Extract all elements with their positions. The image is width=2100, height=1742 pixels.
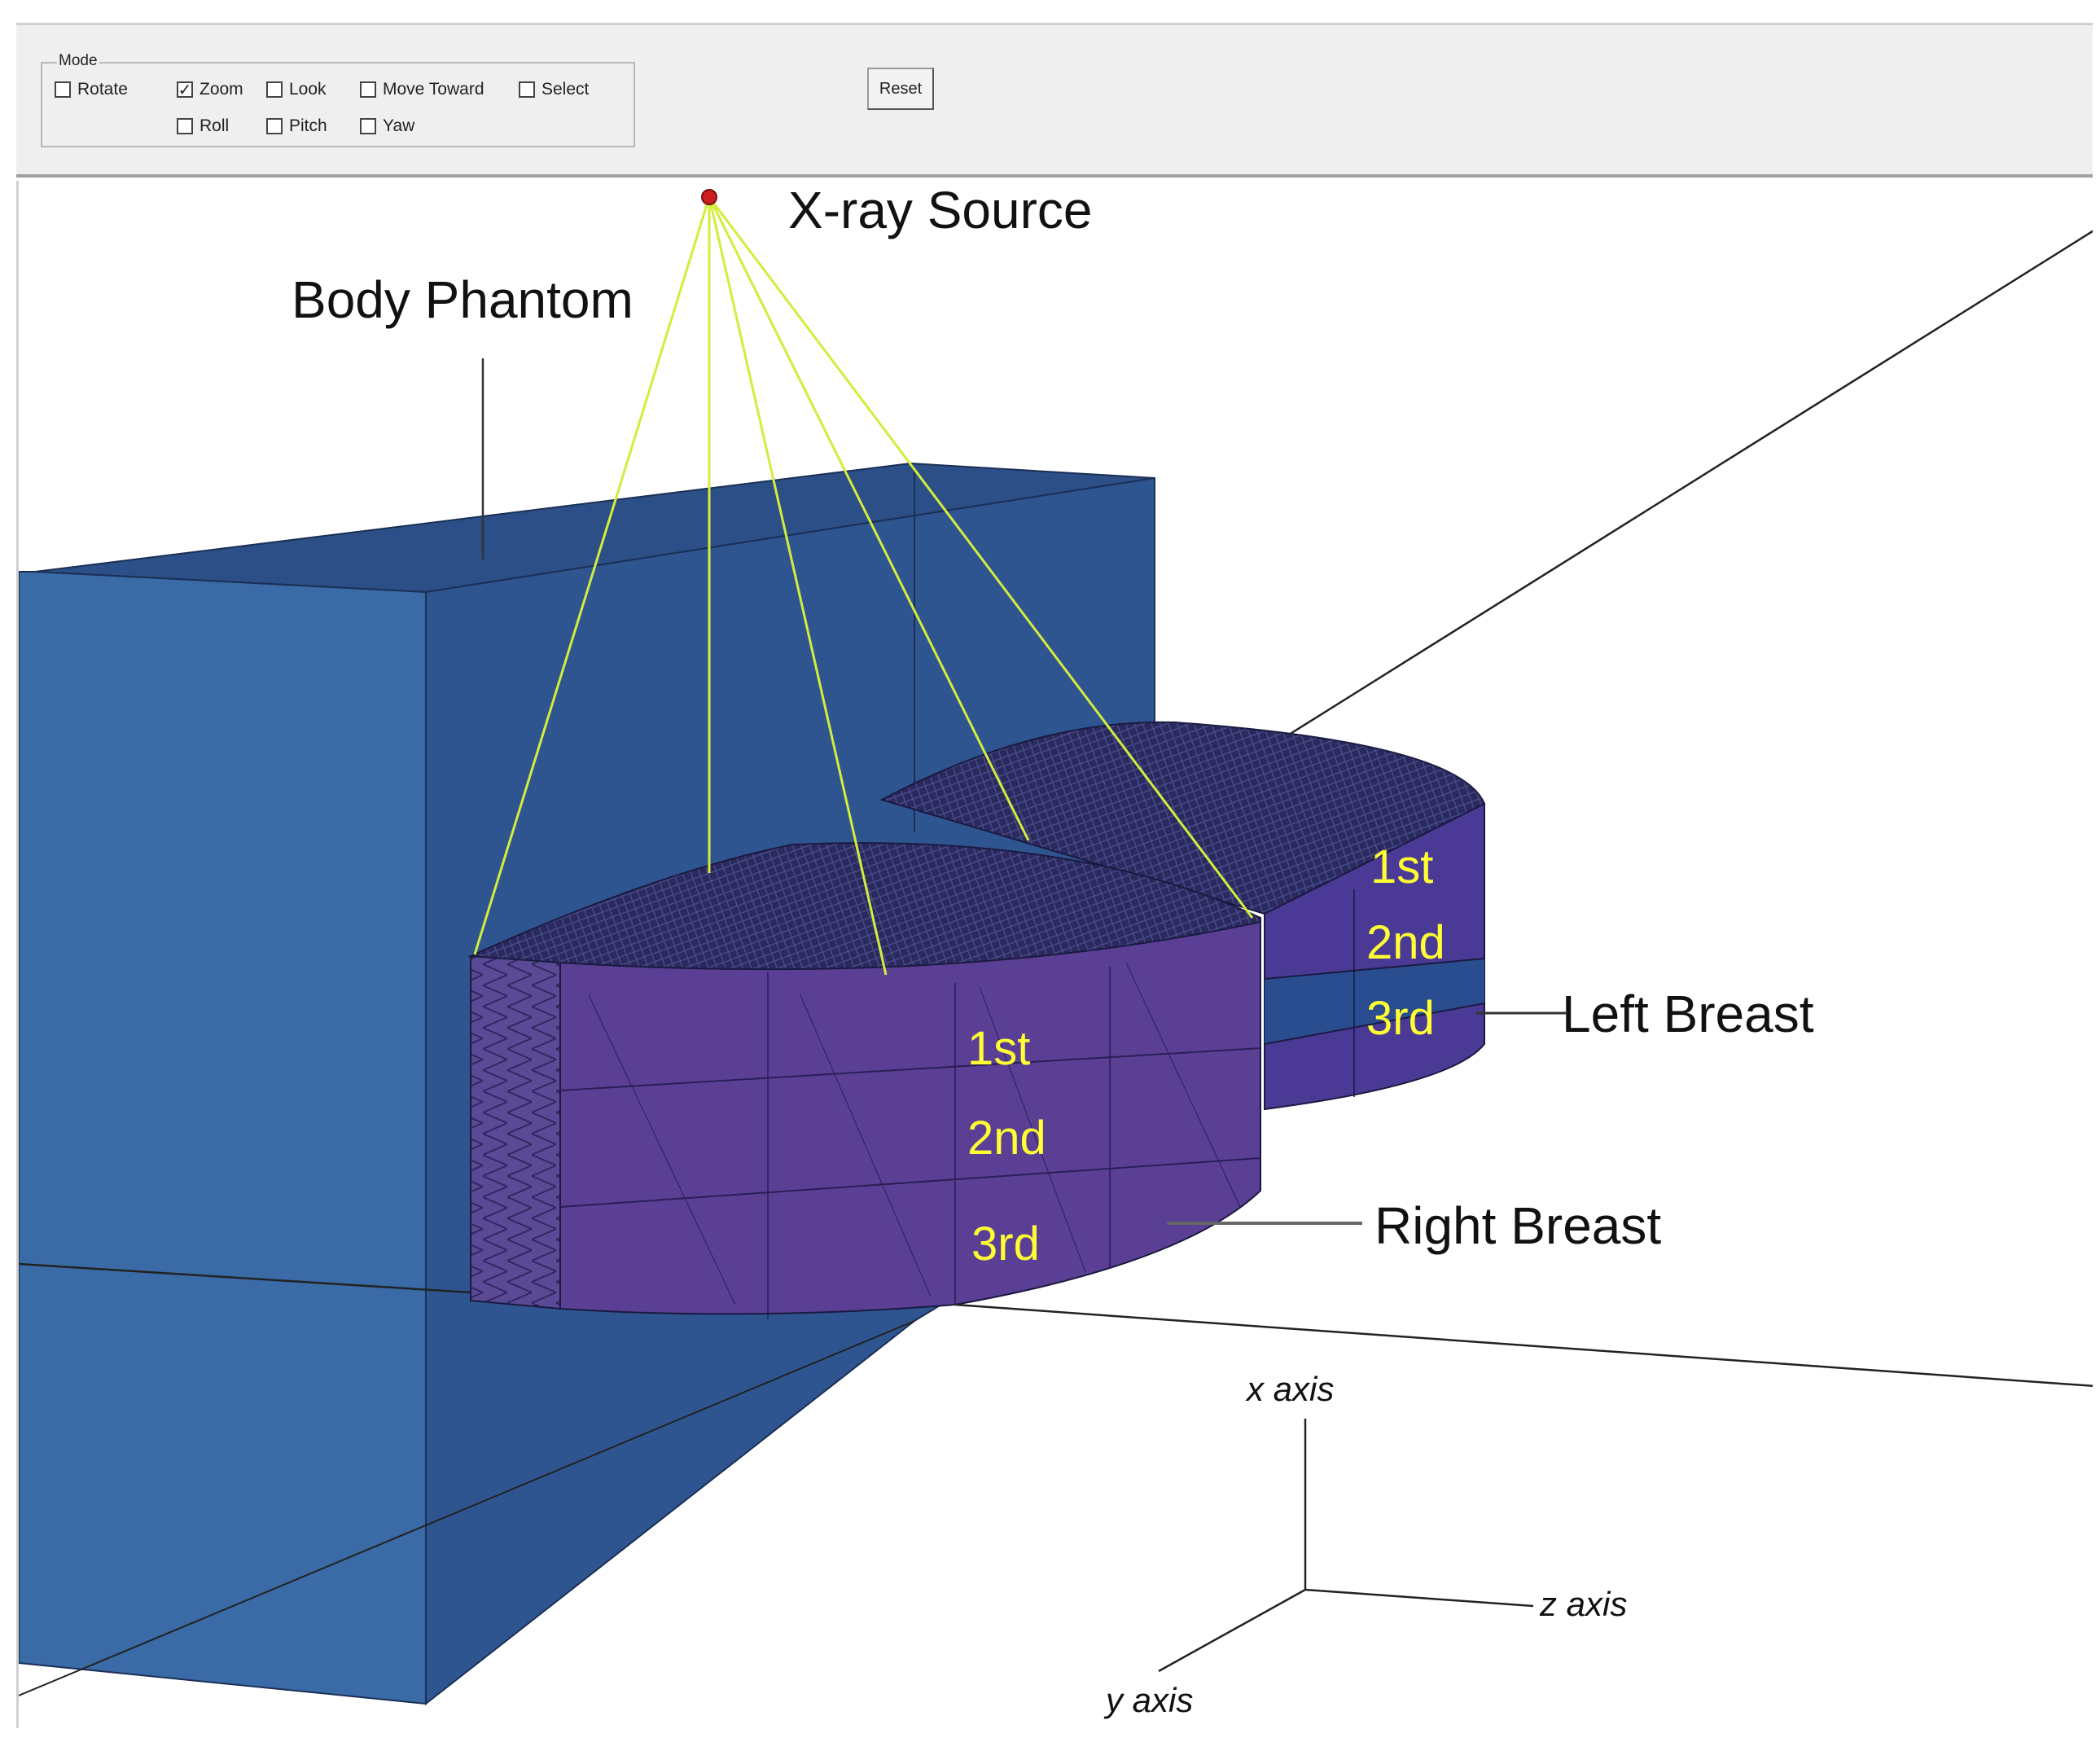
- yaw-checkbox-box[interactable]: [360, 118, 376, 134]
- y-axis-line: [1158, 1588, 1306, 1673]
- xray-source-icon: [701, 189, 717, 205]
- move-toward-label: Move Toward: [383, 80, 484, 99]
- zoom-checkbox-box[interactable]: ✓: [177, 80, 193, 99]
- z-axis-label: z axis: [1539, 1585, 1627, 1623]
- x-axis-label: x axis: [1245, 1370, 1334, 1408]
- yaw-label: Yaw: [383, 116, 415, 135]
- z-axis-line: [1304, 1588, 1534, 1608]
- zoom-checkbox[interactable]: ✓ Zoom: [177, 80, 243, 99]
- right-breast-label: Right Breast: [1374, 1196, 1661, 1255]
- roll-label: Roll: [199, 116, 230, 135]
- left-breast-label: Left Breast: [1562, 985, 1814, 1043]
- xray-beams: [473, 196, 1254, 976]
- rotate-checkbox[interactable]: Rotate: [55, 80, 128, 99]
- left-breast: [879, 721, 1486, 1111]
- pitch-checkbox[interactable]: Pitch: [266, 116, 327, 136]
- body-side-face: [19, 571, 427, 1705]
- right-layer-2: 2nd: [967, 1112, 1046, 1165]
- roll-checkbox[interactable]: Roll: [177, 116, 229, 136]
- right-breast: [467, 842, 1261, 1319]
- 3d-viewport[interactable]: X-ray Source Body Phantom Left Breast Ri…: [16, 181, 2093, 1728]
- roll-checkbox-box[interactable]: [177, 118, 193, 134]
- rotate-label: Rotate: [77, 80, 128, 99]
- move-toward-checkbox-box[interactable]: [360, 81, 376, 98]
- select-label: Select: [541, 80, 590, 99]
- left-layer-1: 1st: [1370, 840, 1433, 893]
- select-checkbox-box[interactable]: [519, 81, 535, 98]
- look-label: Look: [289, 80, 327, 99]
- reset-button[interactable]: Reset: [867, 68, 934, 110]
- mode-group: Mode Rotate ✓ Zoom Look Move Toward Sele…: [41, 52, 635, 147]
- yaw-checkbox[interactable]: Yaw: [360, 116, 414, 136]
- mode-group-title: Mode: [57, 52, 99, 70]
- right-breast-side: [559, 920, 1261, 1315]
- scene-svg[interactable]: X-ray Source Body Phantom Left Breast Ri…: [19, 181, 2093, 1728]
- body-phantom-label: Body Phantom: [292, 270, 634, 329]
- toolbar: Mode Rotate ✓ Zoom Look Move Toward Sele…: [16, 23, 2093, 178]
- look-checkbox[interactable]: Look: [266, 80, 327, 99]
- select-checkbox[interactable]: Select: [519, 80, 589, 99]
- left-layer-3: 3rd: [1366, 992, 1435, 1045]
- rotate-checkbox-box[interactable]: [55, 81, 71, 98]
- xray-source-label: X-ray Source: [788, 181, 1092, 239]
- pitch-checkbox-box[interactable]: [266, 118, 283, 134]
- pitch-label: Pitch: [289, 116, 327, 135]
- left-layer-2: 2nd: [1366, 916, 1445, 969]
- scene-axes: [19, 230, 2093, 1696]
- zoom-label: Zoom: [199, 80, 243, 99]
- look-checkbox-box[interactable]: [266, 81, 283, 98]
- move-toward-checkbox[interactable]: Move Toward: [360, 80, 484, 99]
- right-layer-3: 3rd: [971, 1218, 1040, 1270]
- right-breast-left-face: [470, 954, 561, 1310]
- y-axis-label: y axis: [1103, 1681, 1193, 1719]
- right-layer-1: 1st: [967, 1022, 1030, 1075]
